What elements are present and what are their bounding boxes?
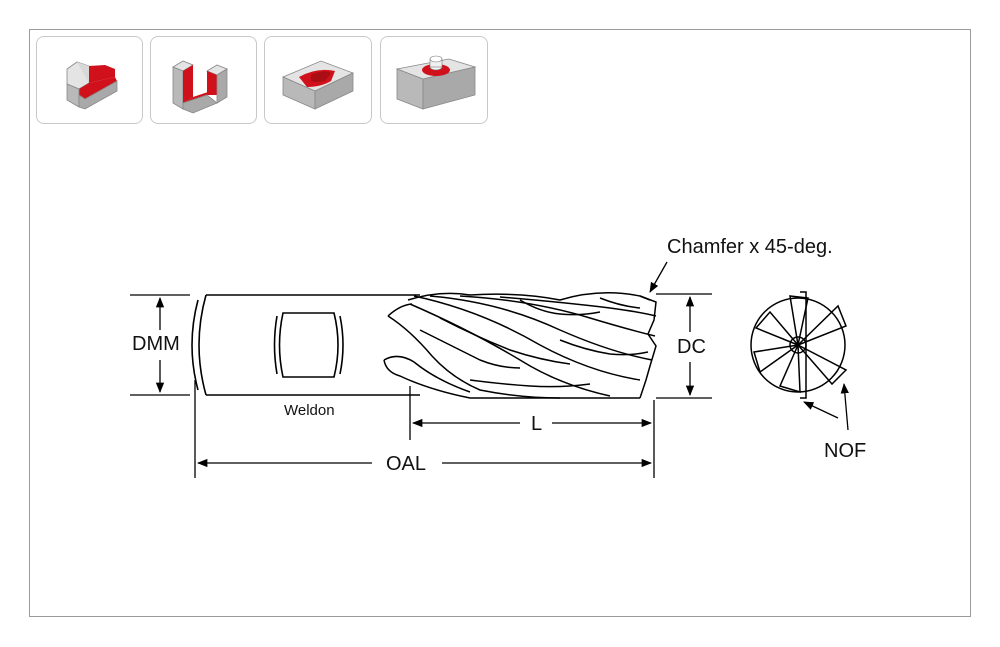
slotting-icon	[172, 60, 228, 114]
dimension-lines	[130, 261, 849, 478]
pocket-milling-button[interactable]	[264, 36, 372, 124]
shoulder-milling-icon	[66, 61, 118, 110]
plunge-drilling-icon	[395, 55, 477, 110]
plunge-drilling-button[interactable]	[380, 36, 488, 124]
nof-label: NOF	[824, 440, 867, 462]
end-view	[750, 291, 848, 399]
pocket-milling-icon	[281, 60, 355, 110]
dc-label: DC	[677, 336, 706, 358]
weldon-flat	[273, 312, 344, 378]
weldon-label: Weldon	[284, 402, 335, 419]
shoulder-milling-button[interactable]	[36, 36, 143, 124]
flutes	[383, 292, 657, 399]
oal-label: OAL	[386, 453, 427, 475]
chamfer-label: Chamfer x 45-deg.	[667, 236, 833, 258]
shank	[191, 294, 420, 396]
drawing-frame	[29, 29, 971, 617]
slotting-button[interactable]	[150, 36, 257, 124]
dmm-label: DMM	[132, 333, 180, 355]
l-label: L	[531, 413, 543, 435]
